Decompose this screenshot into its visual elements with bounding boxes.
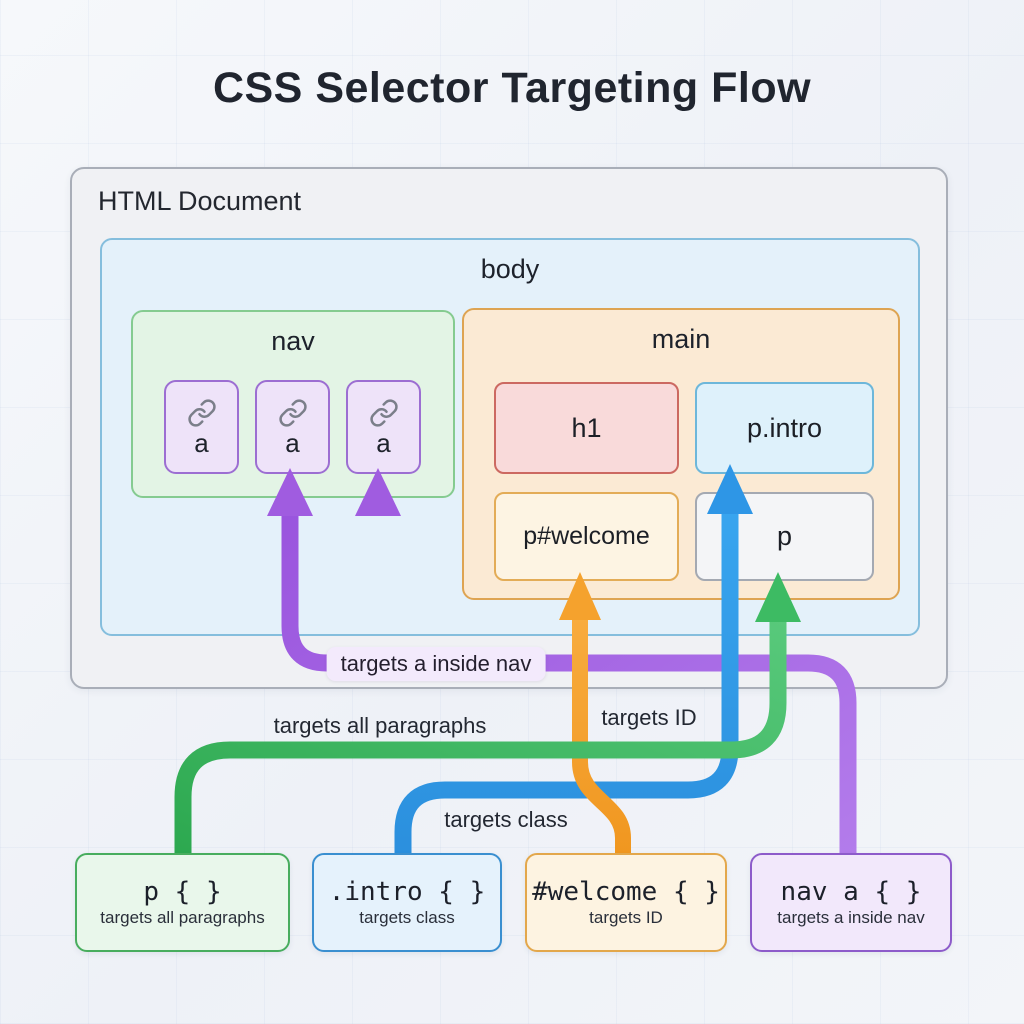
selector-description: targets a inside nav <box>777 908 925 927</box>
anchor-box-2: a <box>255 380 330 474</box>
selector-description: targets all paragraphs <box>100 908 265 927</box>
flow-label-paragraphs: targets all paragraphs <box>273 713 487 738</box>
selector-box-intro: .intro { } targets class <box>312 853 502 952</box>
selector-code: #welcome { } <box>532 877 720 907</box>
link-icon <box>369 398 399 428</box>
anchor-label: a <box>285 428 300 458</box>
selector-code: p { } <box>143 877 222 907</box>
nav-label: nav <box>271 326 315 356</box>
selector-description: targets ID <box>589 908 663 927</box>
body-label: body <box>480 254 540 284</box>
nav-box: nav a a a <box>131 310 455 498</box>
anchor-label: a <box>376 428 391 458</box>
main-box: main h1 p.intro p#welcome p <box>462 308 900 600</box>
main-label: main <box>651 324 711 354</box>
anchor-box-3: a <box>346 380 421 474</box>
selector-box-nav-a: nav a { } targets a inside nav <box>750 853 952 952</box>
selector-code: nav a { } <box>780 877 922 907</box>
selector-code: .intro { } <box>328 877 486 907</box>
selector-description: targets class <box>359 908 455 927</box>
selector-box-p: p { } targets all paragraphs <box>75 853 290 952</box>
flow-label-id: targets ID <box>601 705 697 730</box>
link-icon <box>187 398 217 428</box>
flow-label-class: targets class <box>444 807 568 832</box>
selector-box-welcome: #welcome { } targets ID <box>525 853 727 952</box>
page-title: CSS Selector Targeting Flow <box>212 64 812 112</box>
p-intro-element-box: p.intro <box>695 382 874 474</box>
anchor-box-1: a <box>164 380 239 474</box>
anchor-label: a <box>194 428 209 458</box>
html-document-label: HTML Document <box>98 186 302 216</box>
h1-element-box: h1 <box>494 382 679 474</box>
flow-label-nav-a: targets a inside nav <box>326 647 546 681</box>
link-icon <box>278 398 308 428</box>
p-element-box: p <box>695 492 874 581</box>
p-welcome-element-box: p#welcome <box>494 492 679 581</box>
